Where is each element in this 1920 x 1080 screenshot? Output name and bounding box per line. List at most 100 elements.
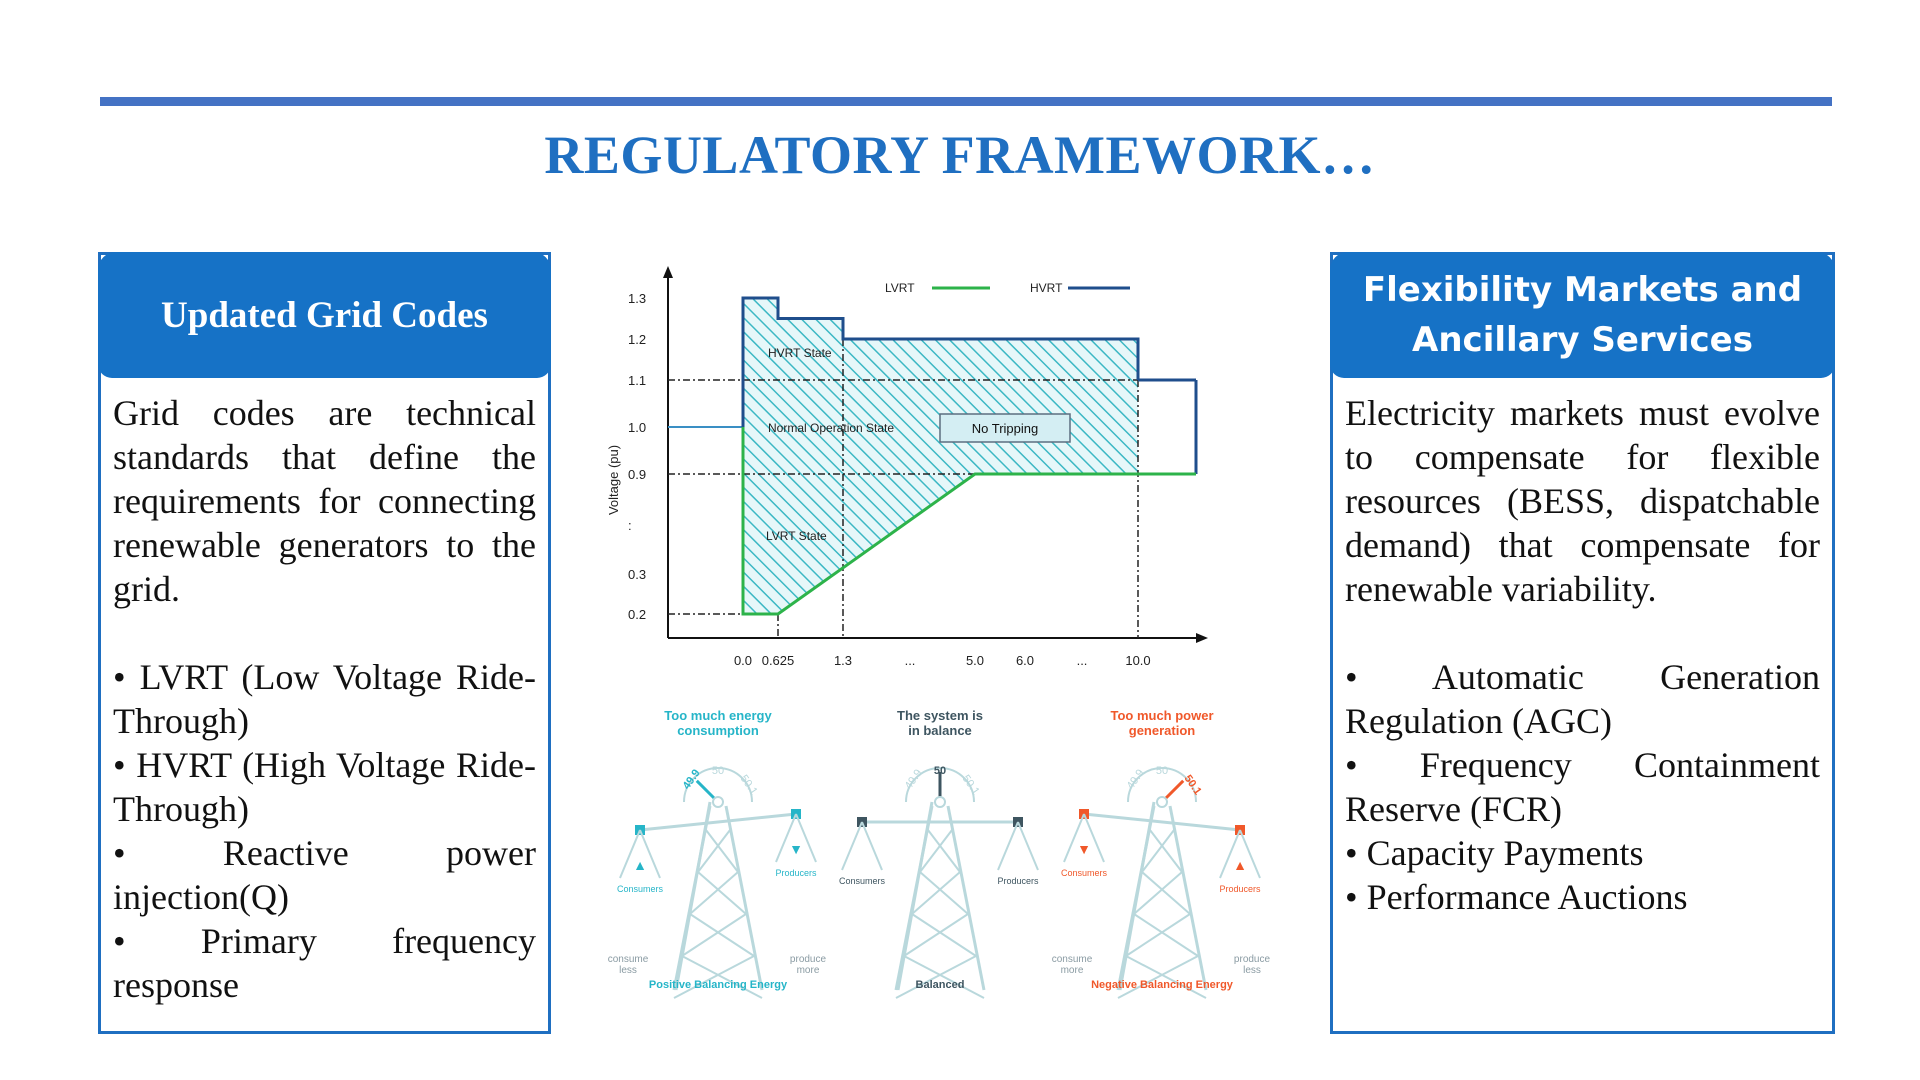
scale-label-consumers: Consumers — [839, 876, 886, 886]
tower-brace — [1133, 871, 1183, 915]
tower-leg-right — [1168, 805, 1208, 991]
dial-label-high: 50.1 — [738, 773, 760, 797]
tower-brace — [903, 955, 985, 999]
dial-pivot — [934, 796, 946, 808]
tower-brace — [1125, 913, 1191, 957]
pan-string — [1239, 829, 1261, 879]
scale-beam — [639, 812, 797, 832]
scale-label-producers: Producers — [1219, 884, 1261, 894]
lvrt-line — [741, 427, 1138, 616]
tower-brace — [697, 871, 747, 915]
region-label-lvrt: LVRT State — [766, 529, 827, 543]
pan-string — [1017, 821, 1039, 871]
pan-string — [795, 813, 817, 863]
scale-footer: Balanced — [916, 979, 965, 991]
tower-brace — [903, 913, 969, 957]
tower-leg-right — [724, 805, 764, 991]
frequency-dial — [905, 767, 975, 803]
tower-brace — [681, 955, 763, 999]
no-tripping-box — [939, 413, 1071, 443]
dial-label-low: 49.9 — [903, 767, 925, 791]
heading-line: Ancillary Services — [1412, 320, 1753, 360]
tower-brace — [681, 913, 747, 957]
tower-brace — [927, 829, 961, 873]
arrow-up-icon: ▲ — [633, 857, 647, 873]
scale-caption: generation — [1129, 723, 1196, 738]
hvrt-line — [741, 296, 1140, 427]
region-label-hvrt: HVRT State — [768, 346, 832, 360]
scale-label-producers: Producers — [775, 868, 817, 878]
pan-string — [775, 813, 797, 863]
tower-brace — [697, 829, 731, 873]
legend-label-lvrt: LVRT — [885, 281, 915, 295]
scale-label-producers: Producers — [997, 876, 1039, 886]
scale-label-consumers: Consumers — [1061, 868, 1108, 878]
tower-leg-right — [946, 805, 986, 991]
x-tick-label: 10.0 — [1125, 653, 1150, 668]
top-accent-bar — [100, 97, 1832, 106]
scale-footer: Positive Balancing Energy — [649, 979, 788, 991]
x-axis-arrow — [1196, 633, 1208, 643]
tower-brace — [911, 871, 961, 915]
pan-string — [1219, 829, 1241, 879]
list-item: • Frequency Containment Reserve (FCR) — [1345, 745, 1820, 829]
tower-brace — [705, 829, 739, 873]
dial-label-mid: 50 — [1156, 765, 1168, 777]
x-tick-label: 1.3 — [834, 653, 852, 668]
scale-caption: The system is — [897, 708, 983, 723]
tower-brace — [895, 955, 977, 999]
scale-note-left: more — [1061, 965, 1084, 976]
tower-brace — [689, 913, 755, 957]
tower-leg-left — [1116, 805, 1156, 991]
scale-note-left: consume — [1052, 954, 1093, 965]
dial-label-high: 50.1 — [960, 773, 982, 797]
pan-string — [1063, 813, 1085, 863]
frequency-dial — [683, 767, 753, 803]
heading-line: Flexibility Markets and — [1362, 270, 1803, 310]
scale-label-consumers: Consumers — [617, 884, 664, 894]
y-tick-label: 1.2 — [628, 332, 646, 347]
list-item: • Capacity Payments — [1345, 833, 1644, 873]
no-tripping-label: No Tripping — [972, 421, 1038, 436]
x-tick-label: ... — [1077, 653, 1088, 668]
y-tick-label: 0.3 — [628, 567, 646, 582]
dial-pivot — [1156, 796, 1168, 808]
pan-string — [619, 829, 641, 879]
scale-note-right: produce — [1234, 954, 1271, 965]
ride-through-region — [743, 298, 1138, 614]
flexibility-intro: Electricity markets must evolve to compe… — [1345, 393, 1820, 609]
y-tick-label: 1.1 — [628, 373, 646, 388]
tower-leg-left — [894, 805, 934, 991]
tower-brace — [919, 871, 969, 915]
tower-brace — [673, 955, 755, 999]
tower-brace — [911, 913, 977, 957]
tower-brace — [919, 829, 953, 873]
grid-codes-intro: Grid codes are technical standards that … — [113, 393, 536, 609]
frequency-dial — [1127, 767, 1197, 803]
dial-label-mid: 50 — [934, 765, 946, 777]
slide-title: REGULATORY FRAMEWORK… — [544, 125, 1376, 185]
scale-beam — [1083, 812, 1241, 832]
dial-label-mid: 50 — [712, 765, 724, 777]
y-tick-label: 0.9 — [628, 467, 646, 482]
y-tick-label: : — [628, 518, 632, 533]
x-tick-label: ... — [905, 653, 916, 668]
x-tick-label: 0.0 — [734, 653, 752, 668]
tower-brace — [689, 871, 739, 915]
list-item: • Primary frequency response — [113, 921, 536, 1005]
list-item: • Performance Auctions — [1345, 877, 1688, 917]
pan-string — [997, 821, 1019, 871]
scale-footer: Negative Balancing Energy — [1091, 979, 1234, 991]
dial-label-low: 49.9 — [681, 767, 703, 791]
list-item: • Reactive power injection(Q) — [113, 833, 536, 917]
grid-codes-panel: Updated Grid Codes Grid codes are techni… — [98, 252, 551, 1034]
tower-brace — [1133, 913, 1199, 957]
tower-brace — [1141, 871, 1191, 915]
y-axis-label: Voltage (pu) — [606, 445, 621, 515]
arrow-down-icon: ▼ — [789, 841, 803, 857]
scale-note-left: less — [619, 965, 637, 976]
